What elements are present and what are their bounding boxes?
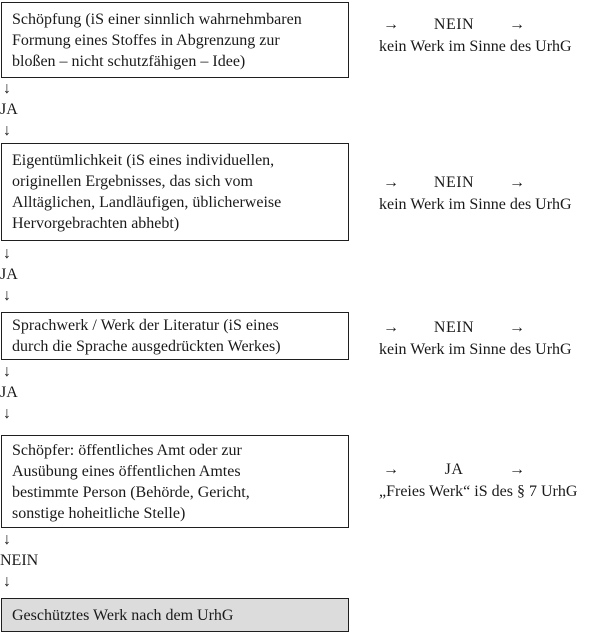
flow-box-schoepfung: Schöpfung (iS einer sinnlich wahrnehmbar… [1, 2, 349, 78]
box-text-line: Eigentümlichkeit (iS eines individuellen… [12, 152, 275, 169]
arrow-right-icon: → [383, 174, 399, 191]
box-text-line: sonstige hoheitliche Stelle) [12, 504, 186, 522]
arrow-down-icon: ↓ [3, 363, 11, 380]
decision-line: → NEIN → [379, 172, 600, 194]
arrow-down-icon: ↓ [3, 531, 11, 548]
connector-label: JA [0, 266, 18, 283]
box-text-line: Schöpfer: öffentliches Amt oder zur [12, 441, 242, 459]
decision-result: „Freies Werk“ iS des § 7 UrhG [379, 483, 578, 500]
box-text-line: Alltäglichen, Landläufigen, üblicherweis… [12, 194, 282, 211]
connector-3: ↓ JA ↓ [0, 362, 18, 424]
arrow-down-icon: ↓ [3, 122, 11, 139]
arrow-right-icon: → [509, 319, 525, 336]
connector-label: JA [0, 384, 18, 401]
flow-box-schoepfer: Schöpfer: öffentliches Amt oder zur Ausü… [1, 435, 349, 528]
decision-result: kein Werk im Sinne des UrhG [379, 38, 572, 55]
arrow-right-icon: → [509, 16, 525, 33]
box-text-line: durch die Sprache ausgedrückten Werkes) [12, 338, 281, 355]
flow-box-sprachwerk: Sprachwerk / Werk der Literatur (iS eine… [1, 312, 349, 360]
box-text-line: Ausübung eines öffentlichen Amtes [12, 462, 241, 480]
arrow-right-icon: → [383, 16, 399, 33]
decision-line: → NEIN → [379, 14, 600, 36]
box-text-line: Formung eines Stoffes in Abgrenzung zur [12, 31, 280, 49]
arrow-down-icon: ↓ [3, 405, 11, 422]
decision-row-4: → JA → „Freies Werk“ iS des § 7 UrhG [379, 459, 600, 503]
decision-result: kein Werk im Sinne des UrhG [379, 341, 572, 358]
connector-2: ↓ JA ↓ [0, 244, 18, 306]
decision-line: → JA → [379, 459, 600, 481]
arrow-right-icon: → [383, 461, 399, 478]
connector-label: NEIN [0, 552, 39, 569]
arrow-right-icon: → [383, 319, 399, 336]
decision-row-3: → NEIN → kein Werk im Sinne des UrhG [379, 317, 600, 361]
arrow-right-icon: → [509, 461, 525, 478]
connector-1: ↓ JA ↓ [0, 79, 18, 141]
box-text-line: Hervorgebrachten abhebt) [12, 215, 180, 232]
arrow-down-icon: ↓ [3, 80, 11, 97]
arrow-right-icon: → [509, 174, 525, 191]
box-text-line: Sprachwerk / Werk der Literatur (iS eine… [12, 317, 279, 334]
arrow-down-icon: ↓ [3, 573, 11, 590]
box-text-line: Schöpfung (iS einer sinnlich wahrnehmbar… [12, 10, 302, 28]
decision-answer: NEIN [433, 319, 475, 336]
box-text-line: Geschütztes Werk nach dem UrhG [12, 606, 234, 624]
box-text-line: bloßen – nicht schutzfähigen – Idee) [12, 52, 246, 70]
arrow-down-icon: ↓ [3, 287, 11, 304]
decision-row-1: → NEIN → kein Werk im Sinne des UrhG [379, 14, 600, 58]
decision-line: → NEIN → [379, 317, 600, 339]
box-text-line: bestimmte Person (Behörde, Gericht, [12, 483, 250, 501]
arrow-down-icon: ↓ [3, 245, 11, 262]
connector-4: ↓ NEIN ↓ [0, 530, 38, 592]
decision-answer: JA [444, 461, 464, 478]
decision-result: kein Werk im Sinne des UrhG [379, 196, 572, 213]
decision-answer: NEIN [433, 16, 475, 33]
flow-box-eigentuemlichkeit: Eigentümlichkeit (iS eines individuellen… [1, 143, 349, 241]
box-text-line: originellen Ergebnisses, das sich vom [12, 173, 253, 190]
connector-label: JA [0, 101, 18, 118]
decision-answer: NEIN [433, 174, 475, 191]
flow-box-geschuetztes-werk: Geschütztes Werk nach dem UrhG [1, 598, 349, 632]
decision-row-2: → NEIN → kein Werk im Sinne des UrhG [379, 172, 600, 216]
